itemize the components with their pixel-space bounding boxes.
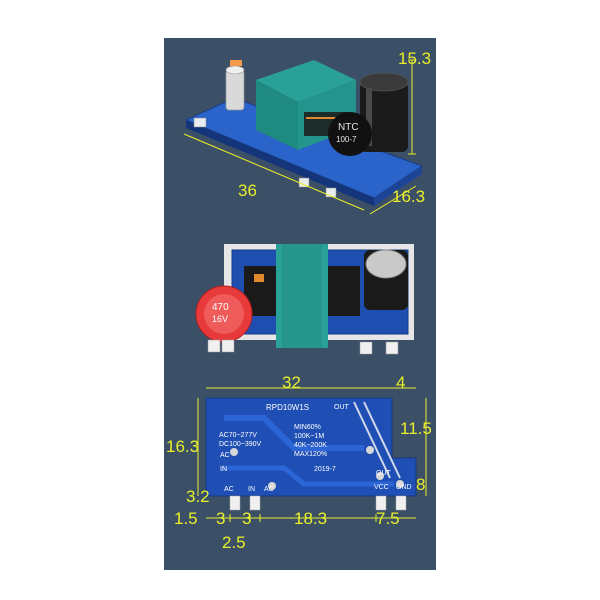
dim-pin-width: 2.5 bbox=[222, 533, 246, 552]
pcb-gnd-label: GND bbox=[396, 484, 412, 491]
product-photo-panel: NTC 100-7 470 16V bbox=[164, 38, 436, 570]
dim-top-length-32: 32 bbox=[282, 373, 301, 392]
pcb-in-label-2: IN bbox=[248, 486, 255, 493]
red-cap-marking-line1: 470 bbox=[212, 302, 229, 313]
pcb-model-label: RPD10W1S bbox=[266, 403, 310, 412]
product-photo-drawing: NTC 100-7 470 16V bbox=[183, 59, 427, 522]
middle-view-module: 470 16V bbox=[195, 244, 414, 355]
pcb-spec-min-label: MIN60% bbox=[294, 424, 321, 431]
ntc-marking-line2: 100-7 bbox=[336, 135, 357, 144]
pcb-spec-max-label: MAX120% bbox=[294, 451, 328, 458]
pcb-ac-label-1: AC bbox=[220, 452, 230, 459]
pcb-vcc-label: VCC bbox=[374, 484, 389, 491]
bottom-view-pcb bbox=[197, 387, 427, 522]
pcb-out-label: OUT bbox=[334, 404, 349, 411]
dim-right-height: 11.5 bbox=[400, 419, 432, 438]
dim-top-width: 16.3 bbox=[392, 187, 426, 206]
dim-left-height: 16.3 bbox=[166, 437, 200, 456]
pcb-in-label-1: IN bbox=[220, 466, 227, 473]
pcb-date-label: 2019-7 bbox=[314, 466, 336, 473]
dim-span: 18.3 bbox=[294, 509, 328, 528]
dim-right-span: 7.5 bbox=[376, 509, 400, 528]
dim-pin-offset: 3.2 bbox=[186, 487, 210, 506]
dim-pin-gap-2: 3 bbox=[242, 509, 252, 528]
dim-right-bottom: 8 bbox=[416, 475, 426, 494]
dim-top-height: 15.3 bbox=[398, 49, 432, 68]
dim-edge-left: 1.5 bbox=[174, 509, 198, 528]
pcb-input-ac-label: AC70~277V bbox=[219, 432, 257, 439]
dim-top-right-4: 4 bbox=[396, 373, 406, 392]
dim-top-length: 36 bbox=[238, 181, 257, 200]
red-cap-marking-line2: 16V bbox=[212, 314, 228, 324]
top-view-module: NTC 100-7 bbox=[183, 59, 424, 215]
pcb-out-label-2: OUT bbox=[376, 470, 391, 477]
pcb-spec-1-label: 100K~1M bbox=[294, 433, 325, 440]
pcb-input-dc-label: DC100~390V bbox=[219, 441, 262, 448]
pcb-ac-label-2: AC bbox=[224, 486, 234, 493]
dim-pin-gap-1: 3 bbox=[216, 509, 226, 528]
ntc-marking-line1: NTC bbox=[338, 122, 359, 133]
pcb-ac-label-3: AC bbox=[264, 486, 274, 493]
pcb-spec-2-label: 40K~200K bbox=[294, 442, 327, 449]
